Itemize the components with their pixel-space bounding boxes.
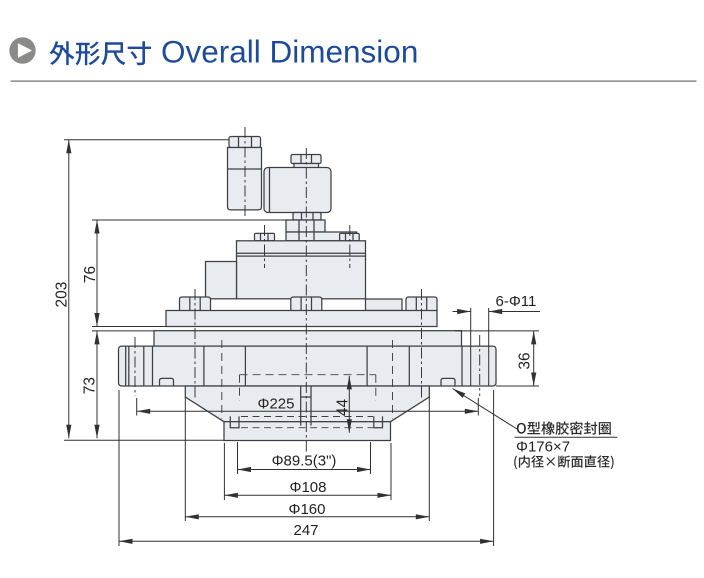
svg-text:Φ160: Φ160 (289, 501, 326, 518)
svg-text:73: 73 (82, 377, 99, 394)
svg-text:6-Φ11: 6-Φ11 (496, 293, 537, 310)
svg-text:76: 76 (82, 266, 99, 283)
svg-text:36: 36 (516, 352, 533, 369)
svg-text:203: 203 (53, 282, 70, 308)
svg-text:247: 247 (293, 522, 318, 539)
svg-text:Φ176×7: Φ176×7 (516, 439, 570, 456)
svg-text:Φ108: Φ108 (290, 479, 327, 496)
svg-text:Φ225: Φ225 (258, 396, 295, 413)
svg-text:Overall Dimension: Overall Dimension (161, 34, 418, 70)
svg-text:Φ89.5(3"): Φ89.5(3") (272, 453, 337, 470)
svg-text:44: 44 (335, 399, 352, 417)
